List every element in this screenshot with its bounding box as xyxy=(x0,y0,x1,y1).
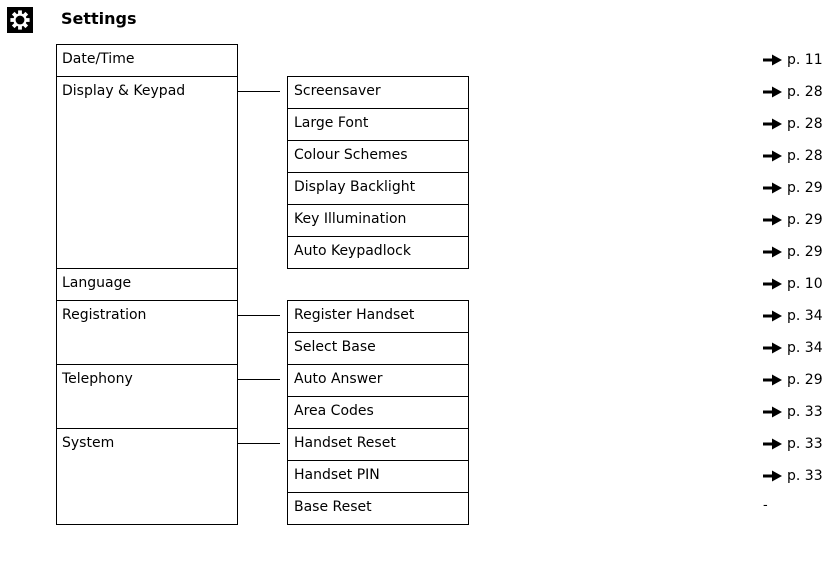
page-number: p. 29 xyxy=(787,372,823,388)
page-reference: p. 33 xyxy=(763,402,823,422)
submenu-item-display-backlight: Display Backlight xyxy=(287,172,469,205)
menu-item-display-keypad-label: Display & Keypad xyxy=(62,83,186,99)
submenu-item-auto-answer-label: Auto Answer xyxy=(294,371,383,387)
page-number: p. 28 xyxy=(787,116,823,132)
connector-line xyxy=(238,91,280,92)
menu-item-date-time-label: Date/Time xyxy=(62,51,135,67)
page-reference: p. 34 xyxy=(763,338,823,358)
submenu-item-area-codes: Area Codes xyxy=(287,396,469,429)
menu-item-telephony-label: Telephony xyxy=(62,371,133,387)
page-reference: p. 28 xyxy=(763,146,823,166)
page-reference: p. 28 xyxy=(763,114,823,134)
menu-item-system: System xyxy=(56,428,238,525)
page-title: Settings xyxy=(61,9,137,28)
submenu-item-key-illumination: Key Illumination xyxy=(287,204,469,237)
arrow-right-icon xyxy=(763,214,783,226)
submenu-item-select-base-label: Select Base xyxy=(294,339,376,355)
menu-item-system-label: System xyxy=(62,435,115,451)
arrow-right-icon xyxy=(763,86,783,98)
page-number: p. 33 xyxy=(787,404,823,420)
page-number: p. 28 xyxy=(787,148,823,164)
page-reference: - xyxy=(763,498,768,513)
arrow-right-icon xyxy=(763,246,783,258)
submenu-item-select-base: Select Base xyxy=(287,332,469,365)
submenu-item-handset-pin: Handset PIN xyxy=(287,460,469,493)
submenu-item-auto-answer: Auto Answer xyxy=(287,364,469,397)
page-reference: p. 33 xyxy=(763,434,823,454)
submenu-item-handset-pin-label: Handset PIN xyxy=(294,467,380,483)
submenu-item-handset-reset-label: Handset Reset xyxy=(294,435,396,451)
page-reference: p. 10 xyxy=(763,274,823,294)
submenu-item-auto-keypadlock-label: Auto Keypadlock xyxy=(294,243,411,259)
submenu-item-register-handset-label: Register Handset xyxy=(294,307,415,323)
page-reference: p. 33 xyxy=(763,466,823,486)
page-reference: p. 34 xyxy=(763,306,823,326)
page-number: p. 29 xyxy=(787,212,823,228)
page-reference: p. 29 xyxy=(763,242,823,262)
arrow-right-icon xyxy=(763,54,783,66)
submenu-item-auto-keypadlock: Auto Keypadlock xyxy=(287,236,469,269)
submenu-item-area-codes-label: Area Codes xyxy=(294,403,374,419)
arrow-right-icon xyxy=(763,342,783,354)
page-number: p. 28 xyxy=(787,84,823,100)
menu-item-language-label: Language xyxy=(62,275,132,291)
arrow-right-icon xyxy=(763,278,783,290)
submenu-item-key-illumination-label: Key Illumination xyxy=(294,211,407,227)
menu-item-registration-label: Registration xyxy=(62,307,147,323)
connector-line xyxy=(238,379,280,380)
gear-icon xyxy=(7,7,33,33)
page-number: p. 29 xyxy=(787,180,823,196)
menu-item-date-time: Date/Time xyxy=(56,44,238,77)
arrow-right-icon xyxy=(763,438,783,450)
menu-item-display-keypad: Display & Keypad xyxy=(56,76,238,269)
arrow-right-icon xyxy=(763,150,783,162)
page-number: p. 29 xyxy=(787,244,823,260)
arrow-right-icon xyxy=(763,406,783,418)
submenu-item-screensaver: Screensaver xyxy=(287,76,469,109)
connector-line xyxy=(238,443,280,444)
page-reference: p. 29 xyxy=(763,210,823,230)
submenu-item-colour-schemes-label: Colour Schemes xyxy=(294,147,408,163)
submenu-item-large-font: Large Font xyxy=(287,108,469,141)
arrow-right-icon xyxy=(763,310,783,322)
page-reference: p. 28 xyxy=(763,82,823,102)
page-number: p. 34 xyxy=(787,308,823,324)
submenu-item-handset-reset: Handset Reset xyxy=(287,428,469,461)
page-number: p. 33 xyxy=(787,468,823,484)
page-reference: p. 11 xyxy=(763,50,823,70)
submenu-item-register-handset: Register Handset xyxy=(287,300,469,333)
submenu-item-base-reset: Base Reset xyxy=(287,492,469,525)
menu-item-telephony: Telephony xyxy=(56,364,238,429)
submenu-item-display-backlight-label: Display Backlight xyxy=(294,179,416,195)
arrow-right-icon xyxy=(763,374,783,386)
submenu-item-base-reset-label: Base Reset xyxy=(294,499,372,515)
page-number: p. 33 xyxy=(787,436,823,452)
submenu-item-screensaver-label: Screensaver xyxy=(294,83,381,99)
menu-item-registration: Registration xyxy=(56,300,238,365)
arrow-right-icon xyxy=(763,470,783,482)
submenu-item-colour-schemes: Colour Schemes xyxy=(287,140,469,173)
page-number: p. 34 xyxy=(787,340,823,356)
page-number: p. 10 xyxy=(787,276,823,292)
page-number: p. 11 xyxy=(787,52,823,68)
connector-line xyxy=(238,315,280,316)
arrow-right-icon xyxy=(763,182,783,194)
page-reference: p. 29 xyxy=(763,178,823,198)
submenu-item-large-font-label: Large Font xyxy=(294,115,369,131)
arrow-right-icon xyxy=(763,118,783,130)
menu-item-language: Language xyxy=(56,268,238,301)
page-reference: p. 29 xyxy=(763,370,823,390)
